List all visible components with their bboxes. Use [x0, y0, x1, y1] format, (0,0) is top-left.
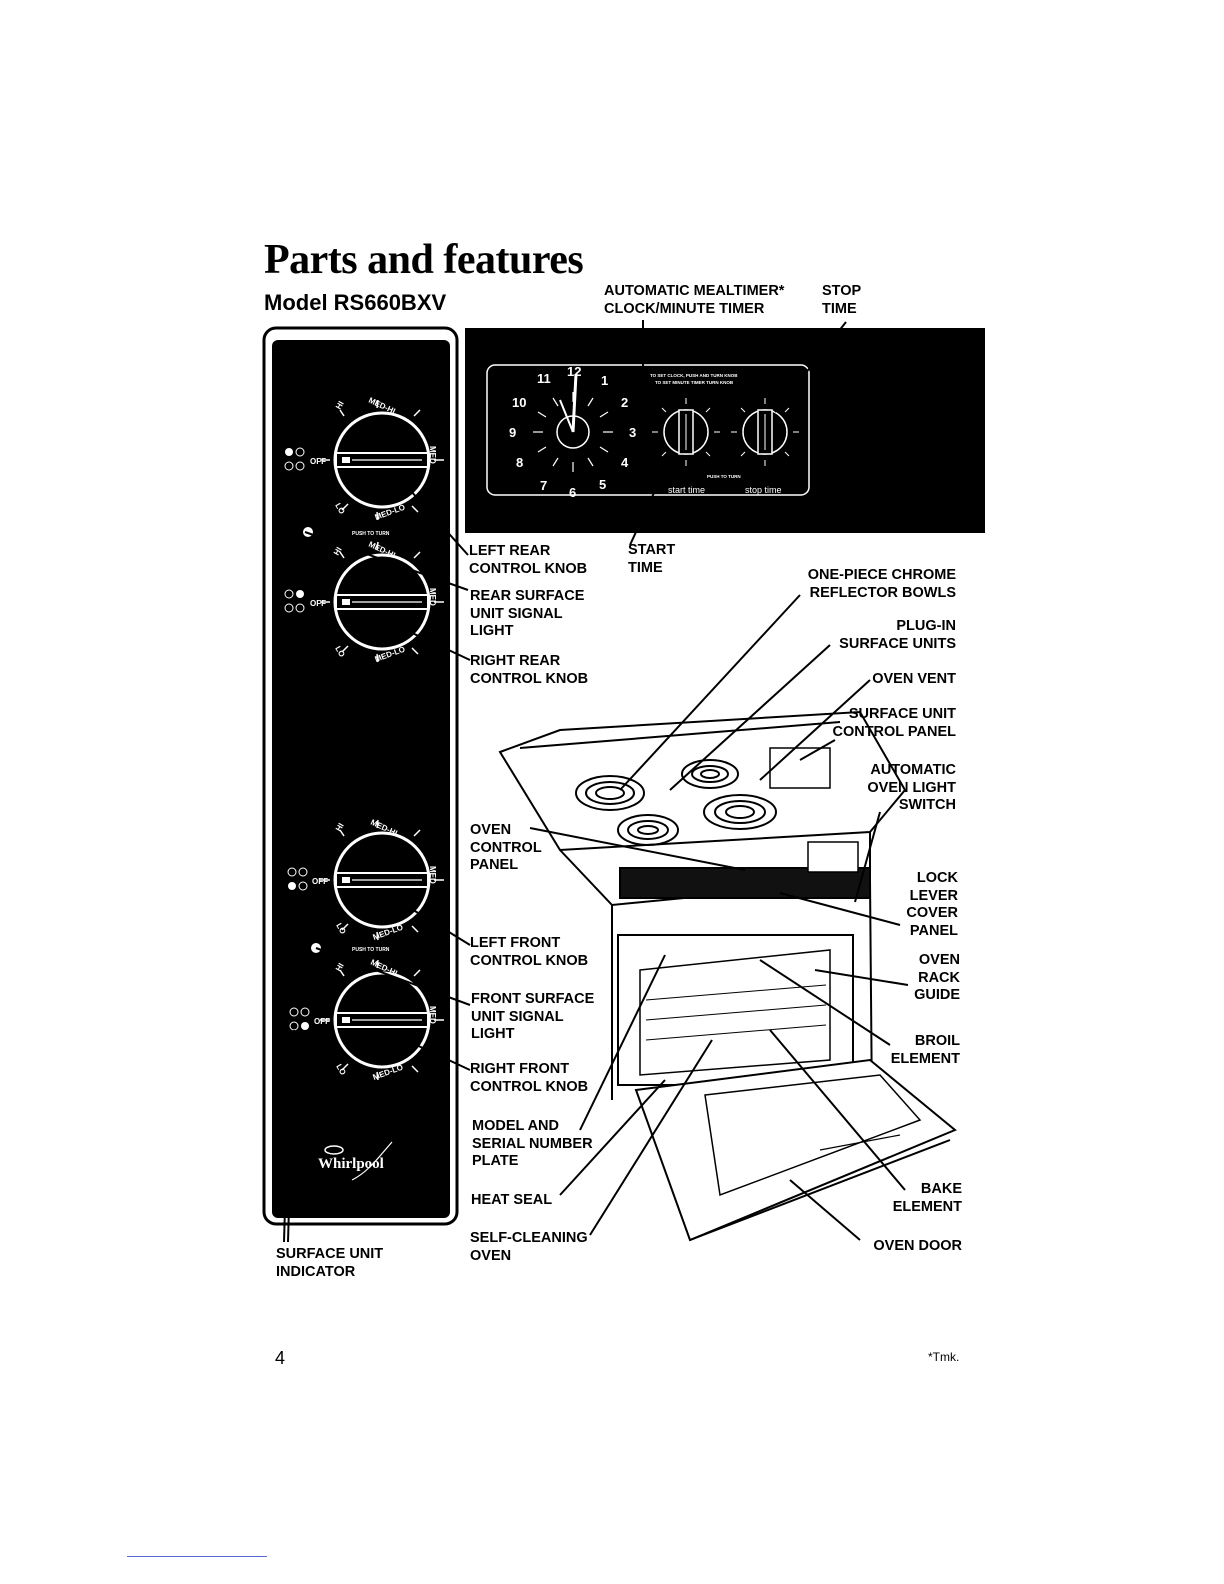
push-to-turn-rear: PUSH TO TURN	[352, 531, 390, 537]
start-time-label: start time	[668, 485, 705, 495]
callout-left-front-knob: LEFT FRONT CONTROL KNOB	[470, 935, 589, 969]
callout-plug-in-units: PLUG-IN SURFACE UNITS	[839, 618, 956, 652]
whirlpool-logo: Whirlpool	[318, 1141, 393, 1181]
callout-heat-seal: HEAT SEAL	[471, 1192, 553, 1208]
hi-label-3: HI	[334, 822, 346, 833]
off-label-4: OFF	[314, 1017, 330, 1026]
clock-numeral: 6	[569, 485, 576, 500]
clock-numeral: 7	[540, 478, 547, 493]
callout-stop-time: STOP TIME	[822, 283, 862, 317]
page-title: Parts and features	[264, 237, 584, 283]
clock-numeral: 11	[537, 371, 551, 386]
clock-face: 11 12 1 10 2 9 3 8 4 7 6 5	[509, 364, 636, 500]
med-label-4: MED	[428, 1006, 437, 1024]
clock-push-to-turn: PUSH TO TURN	[707, 474, 741, 479]
callout-broil-element: BROIL ELEMENT	[890, 1033, 960, 1067]
push-to-turn-front: PUSH TO TURN	[352, 947, 390, 953]
callout-oven-rack-guide: OVEN RACK GUIDE	[914, 952, 960, 1003]
callout-start-time: START TIME	[628, 542, 676, 576]
hi-label-1: HI	[334, 400, 346, 411]
clock-numeral: 3	[629, 425, 636, 440]
callout-oven-door: OVEN DOOR	[873, 1238, 962, 1254]
clock-numeral: 1	[601, 373, 608, 388]
page-number: 4	[275, 1348, 286, 1368]
callout-oven-light-switch: AUTOMATIC OVEN LIGHT SWITCH	[867, 762, 956, 813]
clock-instruction-1: TO SET CLOCK, PUSH AND TURN KNOB	[650, 373, 738, 378]
trademark-footnote: *Tmk.	[928, 1350, 960, 1364]
clock-numeral: 2	[621, 395, 628, 410]
surface-burners	[575, 759, 777, 846]
callout-front-signal-light: FRONT SURFACE UNIT SIGNAL LIGHT	[471, 991, 595, 1042]
clock-numeral: 10	[512, 395, 526, 410]
callout-reflector-bowls: ONE-PIECE CHROME REFLECTOR BOWLS	[807, 567, 956, 601]
callout-rear-signal-light: REAR SURFACE UNIT SIGNAL LIGHT	[470, 588, 585, 639]
callout-leaders	[283, 320, 909, 1243]
callout-lock-lever: LOCK LEVER COVER PANEL	[906, 870, 958, 939]
stop-time-label: stop time	[745, 485, 782, 495]
rear-signal-light	[303, 527, 313, 537]
clock-numeral: 12	[567, 364, 581, 379]
med-label-2: MED	[428, 588, 437, 606]
clock-numeral: 5	[599, 477, 606, 492]
med-label-1: MED	[428, 446, 437, 464]
callout-model-serial-plate: MODEL AND SERIAL NUMBER PLATE	[472, 1118, 593, 1169]
model-subtitle: Model RS660BXV	[264, 290, 447, 315]
clock-numeral: 9	[509, 425, 516, 440]
callout-right-front-knob: RIGHT FRONT CONTROL KNOB	[470, 1061, 589, 1095]
off-label-3: OFF	[312, 877, 328, 886]
footer-rule	[127, 1556, 267, 1557]
callout-oven-control-panel: OVEN CONTROL PANEL	[470, 822, 542, 873]
callout-surface-control-panel: SURFACE UNIT CONTROL PANEL	[832, 706, 956, 740]
whirlpool-logo-text: Whirlpool	[318, 1156, 384, 1172]
callout-self-cleaning-oven: SELF-CLEANING OVEN	[470, 1230, 588, 1264]
clock-numeral: 4	[621, 455, 629, 470]
callout-bake-element: BAKE ELEMENT	[892, 1181, 962, 1215]
callout-automatic-mealtimer: AUTOMATIC MEALTIMER* CLOCK/MINUTE TIMER	[604, 283, 785, 317]
callout-surface-unit-indicator: SURFACE UNIT INDICATOR	[276, 1246, 384, 1280]
hi-label-4: HI	[334, 962, 346, 973]
clock-numeral: 8	[516, 455, 523, 470]
off-label-2: OFF	[310, 599, 326, 608]
callout-left-rear-knob: LEFT REAR CONTROL KNOB	[469, 543, 588, 577]
med-label-3: MED	[428, 866, 437, 884]
hi-label-2: HI	[332, 546, 344, 557]
clock-instruction-2: TO SET MINUTE TIMER TURN KNOB	[655, 380, 734, 385]
clock-panel	[465, 328, 985, 533]
off-label-1: OFF	[310, 457, 326, 466]
callout-right-rear-knob: RIGHT REAR CONTROL KNOB	[470, 653, 589, 687]
callout-oven-vent: OVEN VENT	[872, 671, 956, 687]
